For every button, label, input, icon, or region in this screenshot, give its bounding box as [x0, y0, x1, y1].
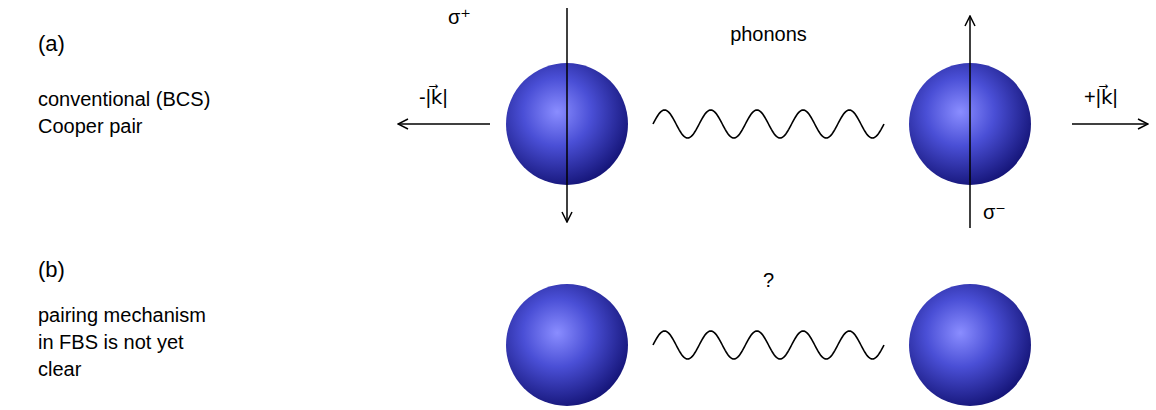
momentum-arrow	[398, 123, 490, 125]
sphere-fill	[506, 284, 628, 406]
spin-label: σ⁺	[448, 4, 471, 31]
sphere-shape	[505, 283, 629, 407]
spin-label: σ⁻	[983, 199, 1006, 226]
sphere-shape	[908, 62, 1032, 186]
sphere-fill	[909, 63, 1031, 185]
sphere-fill	[506, 63, 628, 185]
momentum-label: -|k⃗|	[419, 84, 448, 111]
panel-letter: (b)	[38, 256, 65, 283]
panel-caption: conventional (BCS) Cooper pair	[38, 86, 228, 140]
particle-sphere	[908, 283, 1032, 407]
wavy-connector	[653, 110, 884, 138]
connector-label: ?	[760, 267, 777, 294]
panel-caption: pairing mechanism in FBS is not yet clea…	[38, 302, 218, 383]
wavy-connector	[653, 331, 884, 359]
sphere-shape	[505, 62, 629, 186]
sphere-fill	[909, 284, 1031, 406]
sphere-shape	[908, 283, 1032, 407]
connector-label: phonons	[727, 21, 810, 48]
particle-sphere: σ⁻+|k⃗|	[908, 62, 1032, 186]
spin-arrow	[566, 8, 568, 222]
particle-sphere: σ⁺-|k⃗|	[505, 62, 629, 186]
momentum-label: +|k⃗|	[1084, 84, 1118, 111]
connector-layer	[653, 110, 884, 359]
particle-sphere	[505, 283, 629, 407]
spin-arrow	[969, 16, 971, 228]
momentum-arrow	[1072, 123, 1148, 125]
panel-letter: (a)	[38, 30, 65, 57]
